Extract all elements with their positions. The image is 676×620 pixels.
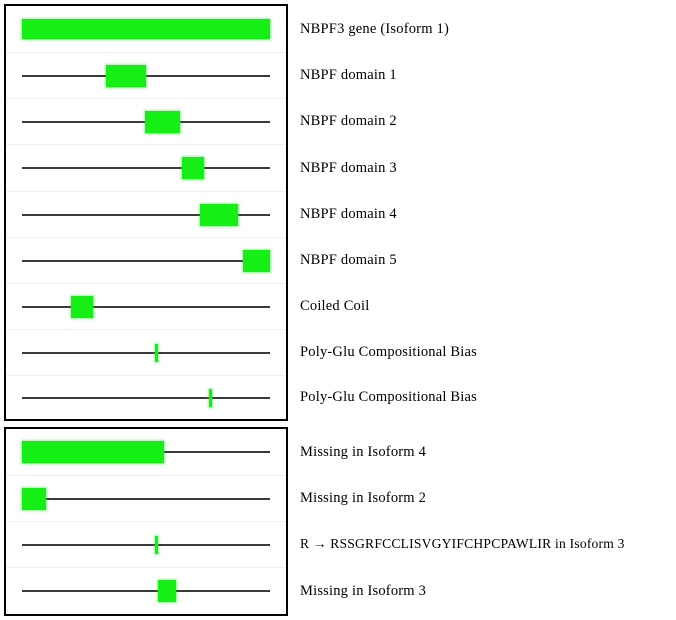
variant-isoform-3-tick[interactable] [154, 535, 158, 554]
track-line [22, 543, 270, 546]
label-gene-isoform-1: NBPF3 gene (Isoform 1) [300, 21, 449, 37]
track-line [22, 396, 270, 399]
track-row-missing-in-isoform-2[interactable] [6, 475, 286, 521]
track-line [22, 497, 270, 500]
track-row-nbpf-domain-2[interactable] [6, 98, 286, 144]
label-missing-in-isoform-4: Missing in Isoform 4 [300, 444, 427, 460]
track-row-nbpf-domain-1[interactable] [6, 52, 286, 98]
variant-panel [4, 427, 288, 616]
coiled-coil-block[interactable] [70, 295, 94, 318]
track-row-coiled-coil[interactable] [6, 283, 286, 329]
label-poly-glu-bias-1: Poly-Glu Compositional Bias [300, 344, 477, 360]
label-poly-glu-bias-2: Poly-Glu Compositional Bias [300, 389, 477, 405]
poly-glu-bias-2-tick[interactable] [209, 388, 213, 407]
label-nbpf-domain-5: NBPF domain 5 [300, 252, 397, 268]
track-row-nbpf-domain-3[interactable] [6, 144, 286, 191]
track-line [22, 305, 270, 308]
diagram-area [0, 0, 292, 620]
label-nbpf-domain-2: NBPF domain 2 [300, 113, 397, 129]
label-variant-isoform-3: R → RSSGRFCCLISVGYIFCHPCPAWLIR in Isofor… [300, 536, 625, 551]
track-row-poly-glu-bias-2[interactable] [6, 375, 286, 419]
gene-isoform-1-bar[interactable] [22, 19, 270, 39]
track-line [22, 167, 270, 169]
track-row-nbpf-domain-4[interactable] [6, 191, 286, 237]
poly-glu-bias-1-tick[interactable] [154, 343, 158, 362]
label-nbpf-domain-3: NBPF domain 3 [300, 159, 397, 176]
missing-in-isoform-2-block[interactable] [22, 487, 46, 510]
nbpf-domain-5-block[interactable] [243, 249, 270, 272]
track-row-gene-isoform-1[interactable] [6, 6, 286, 52]
track-row-poly-glu-bias-1[interactable] [6, 329, 286, 375]
track-row-variant-isoform-3[interactable] [6, 521, 286, 567]
nbpf-domain-3-block[interactable] [181, 157, 204, 179]
nbpf-domain-2-block[interactable] [145, 110, 180, 133]
label-area: NBPF3 gene (Isoform 1) NBPF domain 1 NBP… [292, 0, 676, 620]
feature-panel [4, 4, 288, 421]
track-line [22, 74, 270, 77]
nbpf-domain-4-block[interactable] [199, 203, 239, 226]
track-line [22, 590, 270, 592]
track-row-missing-in-isoform-3[interactable] [6, 567, 286, 614]
label-missing-in-isoform-3: Missing in Isoform 3 [300, 582, 427, 599]
label-nbpf-domain-1: NBPF domain 1 [300, 67, 397, 83]
label-missing-in-isoform-2: Missing in Isoform 2 [300, 490, 427, 506]
track-line [22, 259, 270, 262]
track-row-missing-in-isoform-4[interactable] [6, 429, 286, 475]
label-nbpf-domain-4: NBPF domain 4 [300, 206, 397, 222]
track-line [22, 213, 270, 216]
label-coiled-coil: Coiled Coil [300, 298, 370, 314]
missing-in-isoform-3-block[interactable] [157, 580, 176, 602]
track-line [22, 351, 270, 354]
missing-in-isoform-4-block[interactable] [22, 441, 164, 463]
track-row-nbpf-domain-5[interactable] [6, 237, 286, 283]
nbpf-domain-1-block[interactable] [106, 64, 146, 87]
